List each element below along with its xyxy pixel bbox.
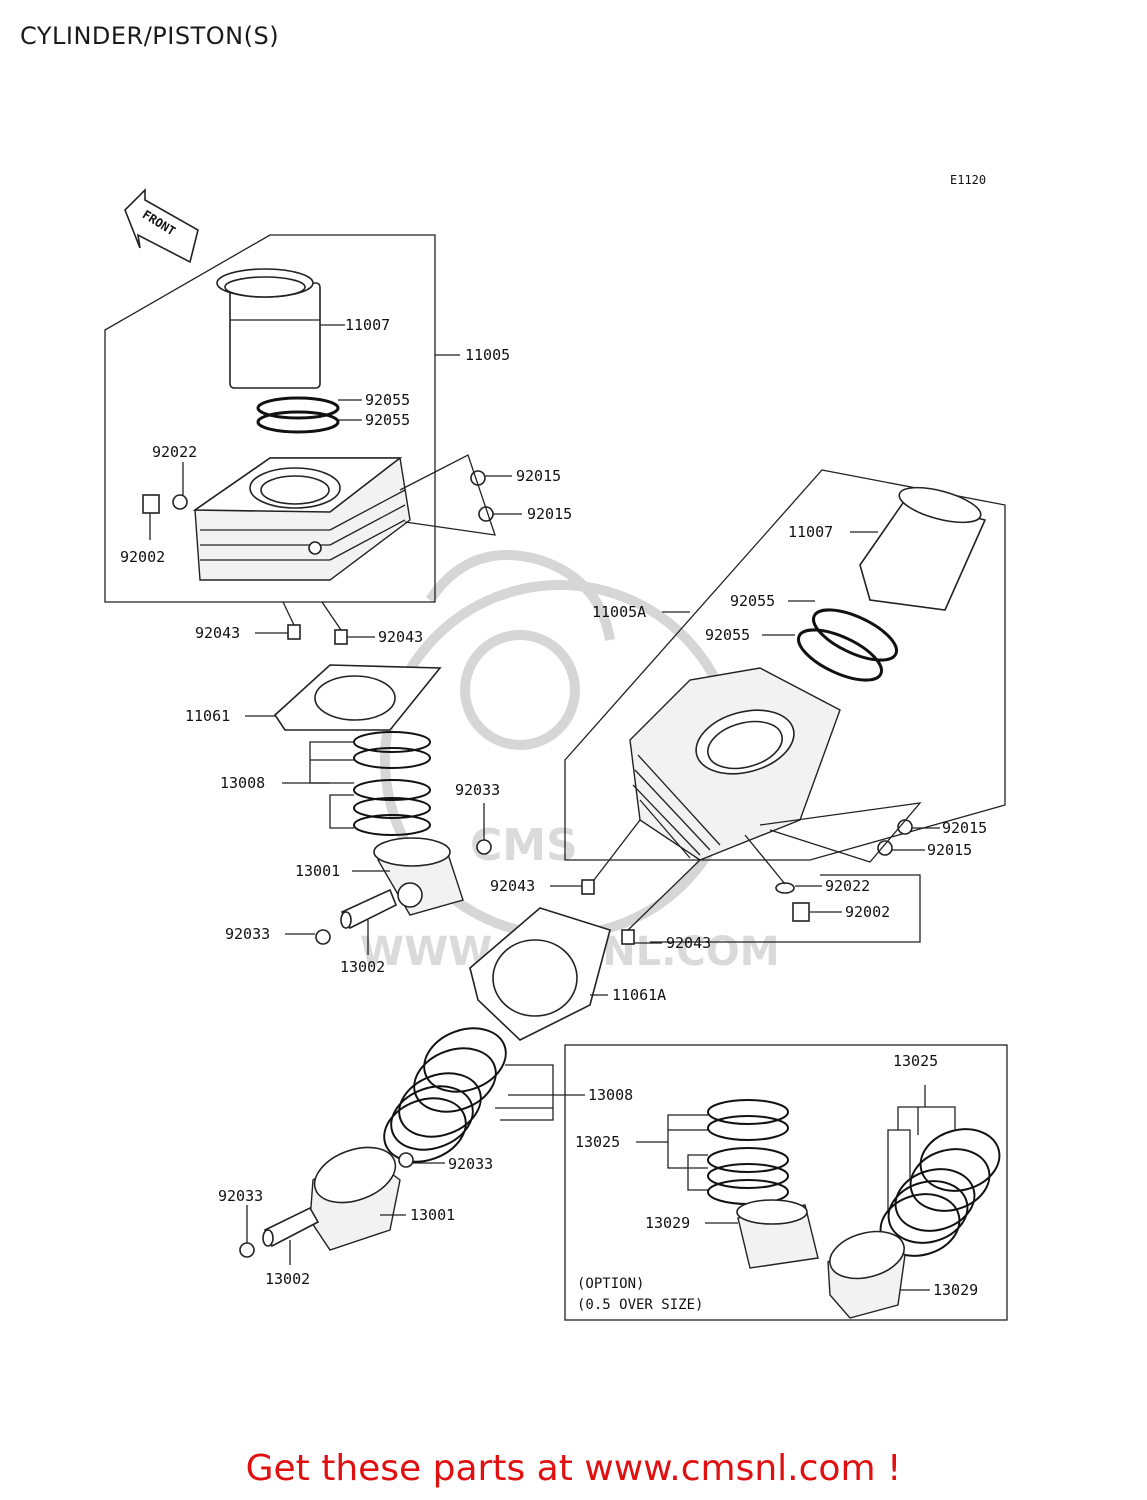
label-upper-clip-l: 92033 — [225, 925, 270, 943]
diagram-code: E1120 — [950, 173, 986, 187]
upper-assy-outline — [104, 234, 436, 603]
upper-clip-r — [476, 839, 492, 855]
label-lower-nut2: 92015 — [927, 841, 972, 859]
upper-dowel-l — [287, 624, 301, 640]
lower-dowel-top — [581, 879, 595, 895]
lower-plug — [792, 902, 810, 922]
lower-cylinder-block — [629, 667, 841, 861]
upper-dowel-r — [334, 629, 348, 645]
label-upper-washer: 92022 — [152, 443, 197, 461]
upper-piston — [373, 837, 464, 916]
lower-piston — [309, 1146, 401, 1251]
label-opt-piston-right: 13029 — [933, 1281, 978, 1299]
label-upper-gasket: 11061 — [185, 707, 230, 725]
label-lower-oring2: 92055 — [705, 626, 750, 644]
lower-clip-r — [398, 1152, 414, 1168]
label-opt-piston-left: 13029 — [645, 1214, 690, 1232]
label-lower-clip-l: 92033 — [218, 1187, 263, 1205]
lower-piston-rings — [383, 1027, 507, 1163]
lower-assy-outline — [564, 469, 1006, 861]
label-upper-assy: 11005 — [465, 346, 510, 364]
upper-washer — [172, 494, 188, 510]
upper-orings — [256, 396, 340, 434]
label-lower-pin: 13002 — [265, 1270, 310, 1288]
label-upper-oring1: 92055 — [365, 391, 410, 409]
lower-washer — [775, 882, 795, 894]
label-lower-plug: 92002 — [845, 903, 890, 921]
label-upper-nut2: 92015 — [527, 505, 572, 523]
upper-cylinder-block — [192, 457, 411, 581]
label-lower-nut1: 92015 — [942, 819, 987, 837]
lower-nut2 — [877, 840, 893, 856]
label-upper-nut1: 92015 — [516, 467, 561, 485]
label-opt-rings-top: 13025 — [893, 1052, 938, 1070]
lower-gasket — [469, 907, 611, 1041]
option-piston-left — [736, 1199, 819, 1269]
label-upper-dowel-r: 92043 — [378, 628, 423, 646]
label-upper-clip-r: 92033 — [455, 781, 500, 799]
label-upper-piston: 13001 — [295, 862, 340, 880]
upper-clip-l — [315, 929, 331, 945]
page-title: CYLINDER/PISTON(S) — [20, 22, 280, 50]
label-lower-assy: 11005A — [592, 603, 646, 621]
lower-dowel-bot — [621, 929, 635, 945]
upper-gasket — [273, 664, 442, 731]
label-lower-piston: 13001 — [410, 1206, 455, 1224]
label-lower-washer: 92022 — [825, 877, 870, 895]
option-box — [564, 1044, 1008, 1321]
upper-pin — [340, 888, 398, 930]
label-lower-dowel-bot: 92043 — [666, 934, 711, 952]
label-lower-dowel-top: 92043 — [490, 877, 535, 895]
label-upper-pin: 13002 — [340, 958, 385, 976]
label-lower-rings: 13008 — [588, 1086, 633, 1104]
option-note-line1: (OPTION) — [577, 1276, 644, 1292]
parts-diagram: CMS WWW.CMSNL.COM E1120 FRONT 11007 1100… — [104, 173, 1008, 1321]
label-upper-plug: 92002 — [120, 548, 165, 566]
option-note-line2: (0.5 OVER SIZE) — [577, 1297, 703, 1313]
lower-liner — [859, 486, 987, 611]
label-lower-clip-r: 92033 — [448, 1155, 493, 1173]
label-upper-dowel-l: 92043 — [195, 624, 240, 642]
label-lower-oring1: 92055 — [730, 592, 775, 610]
label-lower-liner: 11007 — [788, 523, 833, 541]
option-piston-right — [827, 1230, 906, 1319]
label-upper-liner: 11007 — [345, 316, 390, 334]
lower-clip-l — [239, 1242, 255, 1258]
label-upper-oring2: 92055 — [365, 411, 410, 429]
upper-plug — [142, 494, 160, 514]
label-upper-rings: 13008 — [220, 774, 265, 792]
front-arrow-icon: FRONT — [124, 188, 199, 264]
upper-liner — [216, 268, 321, 389]
label-lower-gasket: 11061A — [612, 986, 666, 1004]
option-rings-left — [707, 1099, 789, 1205]
label-opt-rings-left: 13025 — [575, 1133, 620, 1151]
lower-orings — [797, 608, 898, 682]
lower-pin — [262, 1206, 320, 1248]
footer-promo-text: Get these parts at www.cmsnl.com ! — [245, 1448, 902, 1489]
